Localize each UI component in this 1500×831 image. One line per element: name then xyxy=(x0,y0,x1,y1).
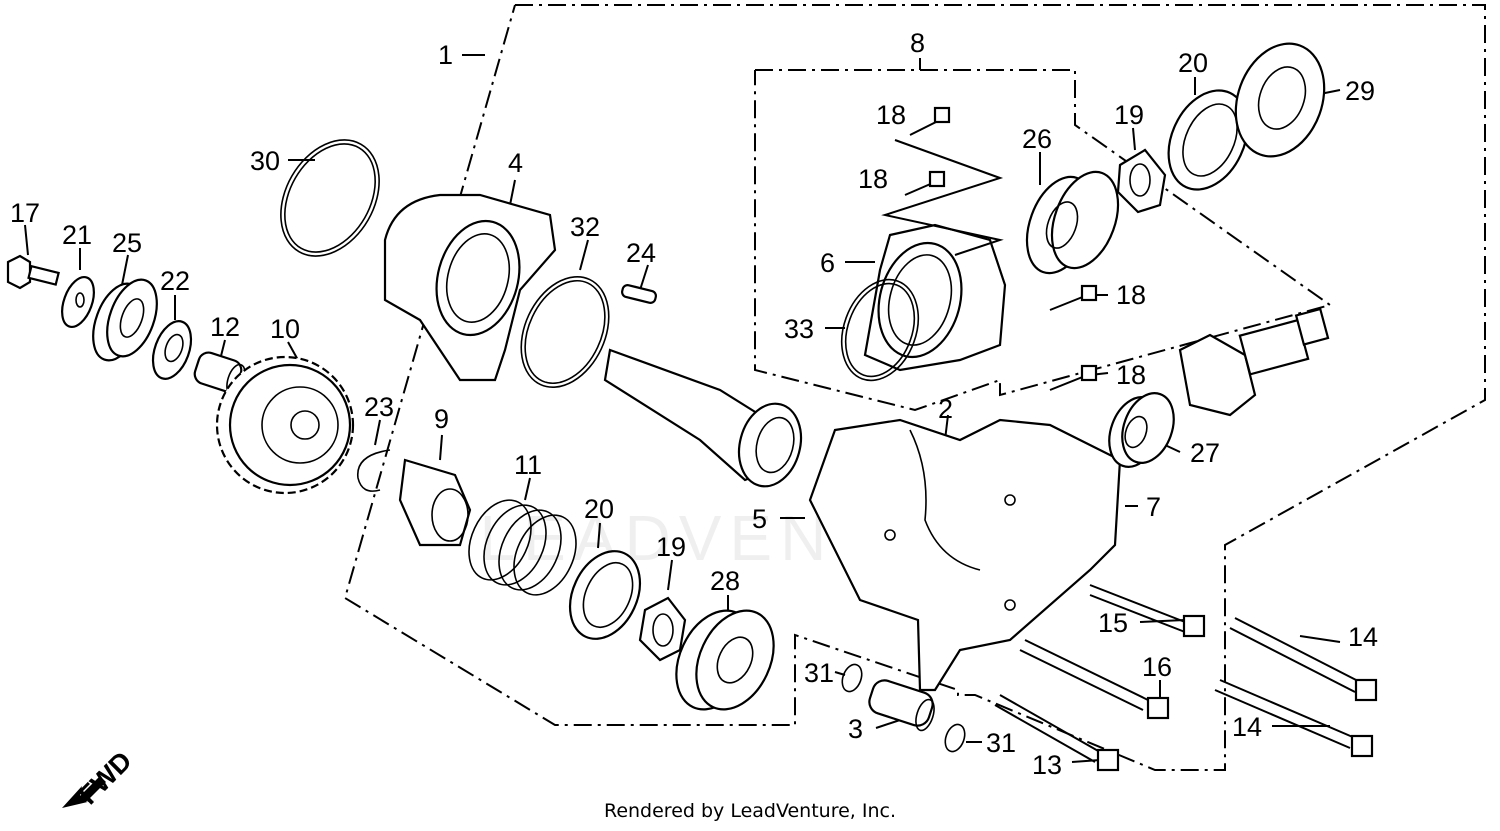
label-part-13: 13 xyxy=(1032,750,1062,780)
label-part-29: 29 xyxy=(1345,76,1375,106)
part-22-washer xyxy=(151,320,193,380)
label-part-24: 24 xyxy=(626,238,656,268)
part-11-spring xyxy=(468,499,577,596)
part-23-circlip xyxy=(357,449,391,492)
part-24-pin xyxy=(621,284,657,304)
label-part-23: 23 xyxy=(364,392,394,422)
label-part-11: 11 xyxy=(514,450,542,480)
label-part-17: 17 xyxy=(10,198,40,228)
label-part-15: 15 xyxy=(1098,608,1128,638)
label-part-28: 28 xyxy=(710,566,740,596)
label-part-25: 25 xyxy=(112,228,142,258)
part-18-bolts xyxy=(881,106,1098,391)
part-5-case xyxy=(808,418,1122,692)
label-part-5: 5 xyxy=(752,504,767,534)
part-pinion-gear xyxy=(1178,307,1330,417)
part-21-washer xyxy=(61,276,95,328)
part-29-seal xyxy=(1234,42,1326,158)
part-10-ring-gear xyxy=(215,355,355,495)
label-part-30: 30 xyxy=(250,146,280,176)
label-part-9: 9 xyxy=(434,404,449,434)
part-26-bearing xyxy=(1025,170,1120,275)
part-3-collar xyxy=(868,679,935,732)
forward-arrow-icon xyxy=(62,776,106,808)
part-14-bolt-lower xyxy=(1214,679,1374,758)
label-part-20-upper: 20 xyxy=(1178,48,1208,78)
label-part-33: 33 xyxy=(784,314,814,344)
part-15-bolt xyxy=(1089,584,1206,638)
part-4-cover xyxy=(383,193,557,382)
label-part-19-lower: 19 xyxy=(656,532,686,562)
label-part-22: 22 xyxy=(160,266,190,296)
part-32-o-ring xyxy=(520,275,610,389)
label-part-18-b: 18 xyxy=(858,164,888,194)
part-6-gear-case xyxy=(863,223,1007,372)
part-13-bolt xyxy=(994,694,1120,772)
label-part-1: 1 xyxy=(438,40,453,70)
part-28-bearing xyxy=(675,609,775,711)
part-33-o-ring xyxy=(840,278,920,382)
part-27-bearing xyxy=(1108,392,1175,468)
label-part-27: 27 xyxy=(1190,438,1220,468)
label-part-14-upper: 14 xyxy=(1348,622,1378,652)
part-20-bearing-race xyxy=(568,550,642,640)
part-9-gear xyxy=(398,458,472,547)
label-part-8: 8 xyxy=(910,28,925,58)
label-part-31-lower: 31 xyxy=(986,728,1016,758)
part-number-labels: 1 2 3 4 5 6 7 8 9 10 11 12 13 14 14 15 1… xyxy=(10,28,1378,780)
part-31-o-ring-lower xyxy=(944,723,966,753)
label-part-7: 7 xyxy=(1146,492,1161,522)
part-25-bearing xyxy=(92,278,158,362)
part-31-o-ring-upper xyxy=(841,663,863,693)
part-19-nut-upper xyxy=(1116,148,1167,214)
label-part-26: 26 xyxy=(1022,124,1052,154)
label-part-21: 21 xyxy=(62,220,92,250)
assembly-boundary xyxy=(343,4,1486,771)
label-part-16: 16 xyxy=(1142,652,1172,682)
label-part-18-a: 18 xyxy=(876,100,906,130)
label-part-4: 4 xyxy=(508,148,523,178)
label-part-18-c: 18 xyxy=(1116,280,1146,310)
label-part-3: 3 xyxy=(848,714,863,744)
label-part-20-lower: 20 xyxy=(584,494,614,524)
part-19-nut xyxy=(638,596,687,662)
label-part-10: 10 xyxy=(270,314,300,344)
label-part-12: 12 xyxy=(210,312,240,342)
label-part-18-d: 18 xyxy=(1116,360,1146,390)
label-part-32: 32 xyxy=(570,212,600,242)
part-20-bearing-race-upper xyxy=(1167,89,1249,191)
part-14-bolt-upper xyxy=(1229,617,1378,702)
label-part-19-upper: 19 xyxy=(1114,100,1144,130)
footer-credit: Rendered by LeadVenture, Inc. xyxy=(603,800,897,822)
part-17-bolt xyxy=(6,254,60,290)
part-30-o-ring xyxy=(280,139,380,257)
label-part-14-lower: 14 xyxy=(1232,712,1262,742)
label-part-2: 2 xyxy=(938,394,953,424)
part-16-bolt xyxy=(1019,639,1170,720)
label-part-6: 6 xyxy=(820,248,835,278)
label-part-31-upper: 31 xyxy=(804,658,834,688)
part-shaft xyxy=(603,348,803,488)
